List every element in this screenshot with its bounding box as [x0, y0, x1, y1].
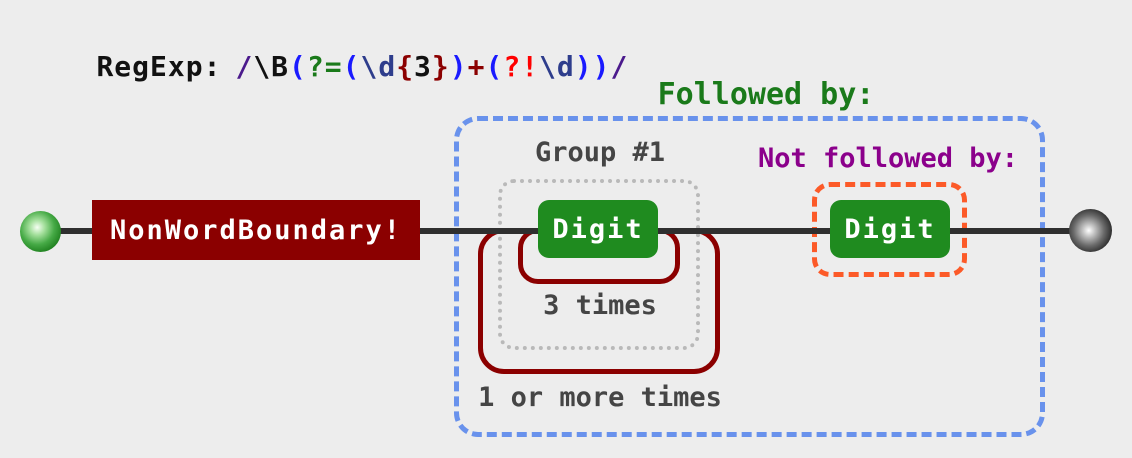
regex-token: }: [431, 50, 450, 83]
regex-token: /: [610, 50, 629, 83]
repeat-inner-label: 3 times: [543, 290, 657, 321]
negative-lookahead-label: Not followed by:: [757, 143, 1019, 174]
regex-token: {: [396, 50, 415, 83]
regex-token: (: [289, 50, 307, 83]
repeat-outer-label: 1 or more times: [478, 382, 722, 413]
regex-token: ): [574, 50, 593, 83]
regex-token: ?!: [503, 50, 540, 83]
start-node: [20, 211, 61, 252]
regex-token: 3: [414, 50, 432, 83]
digit-node-2: Digit: [830, 200, 950, 258]
regex-token: (: [485, 50, 504, 83]
regex-token: ): [449, 50, 468, 83]
lookahead-label: Followed by:: [657, 77, 875, 112]
regex-token: ): [592, 50, 611, 83]
regex-token: +: [467, 50, 486, 83]
non-word-boundary-node: NonWordBoundary!: [92, 200, 420, 260]
regex-token: \d: [539, 50, 575, 83]
regex-token: \d: [360, 50, 397, 83]
regexp-source: RegExp:/\B(?=(\d{3})+(?!\d))/: [25, 13, 628, 121]
regexp-label: RegExp:: [96, 50, 222, 83]
group-label: Group #1: [534, 137, 666, 168]
group-box: [498, 179, 700, 350]
end-node: [1069, 209, 1112, 252]
regex-token: ?=: [306, 50, 343, 83]
regex-token: (: [342, 50, 361, 83]
lookahead-box: [454, 116, 1045, 437]
regex-token: /: [235, 50, 254, 83]
digit-node-1: Digit: [538, 200, 658, 258]
regex-token: \B: [253, 50, 290, 83]
